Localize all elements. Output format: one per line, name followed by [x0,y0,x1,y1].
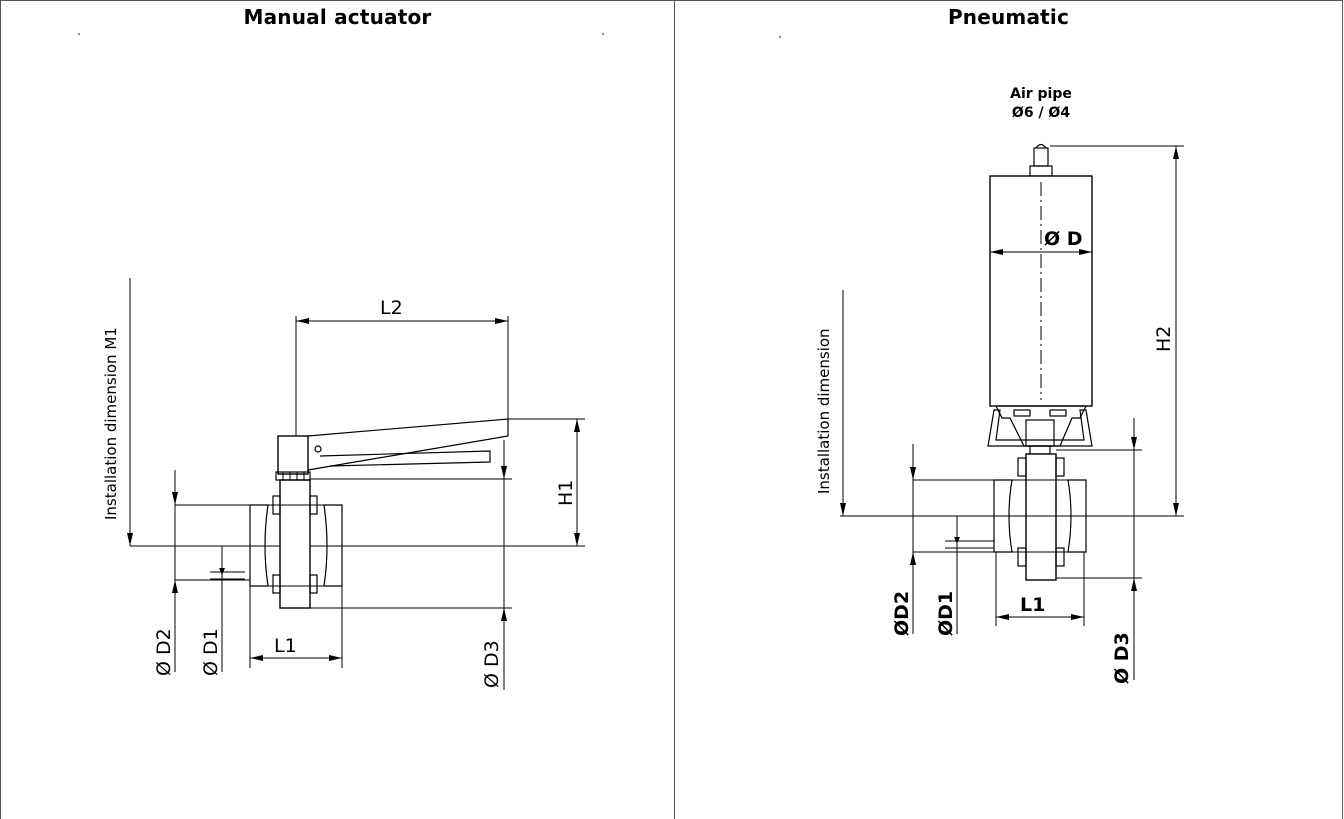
air-pipe-label: Air pipe [1010,86,1072,102]
d2-label-pneumatic: ØD2 [891,591,913,636]
h2-label: H2 [1153,326,1175,352]
h1-label: H1 [555,480,577,506]
installation-dimension-m1-label: Installation dimension M1 [102,327,120,520]
manual-actuator-title: Manual actuator [243,5,432,29]
pneumatic-valve-drawing: Air pipe Ø6 / Ø4 Ø D H2 Installation dim… [779,36,1184,684]
l1-label: L1 [274,635,297,657]
d2-label: Ø D2 [153,628,175,676]
air-pipe-size-label: Ø6 / Ø4 [1012,105,1070,121]
d1-label: Ø D1 [200,628,222,676]
l1-label-pneumatic: L1 [1020,594,1045,616]
manual-valve-drawing: L2 H1 L1 Ø D2 Ø D1 Ø D3 Installation dim… [78,33,604,690]
installation-dimension-label: Installation dimension [815,328,833,494]
d1-label-pneumatic: ØD1 [935,591,957,636]
pneumatic-title: Pneumatic [947,5,1070,29]
d3-label-pneumatic: Ø D3 [1111,632,1133,684]
l2-label: L2 [380,297,403,319]
pneumatic-panel: Pneumatic [674,0,1343,819]
d3-label: Ø D3 [481,640,503,688]
diameter-d-label: Ø D [1044,228,1083,250]
